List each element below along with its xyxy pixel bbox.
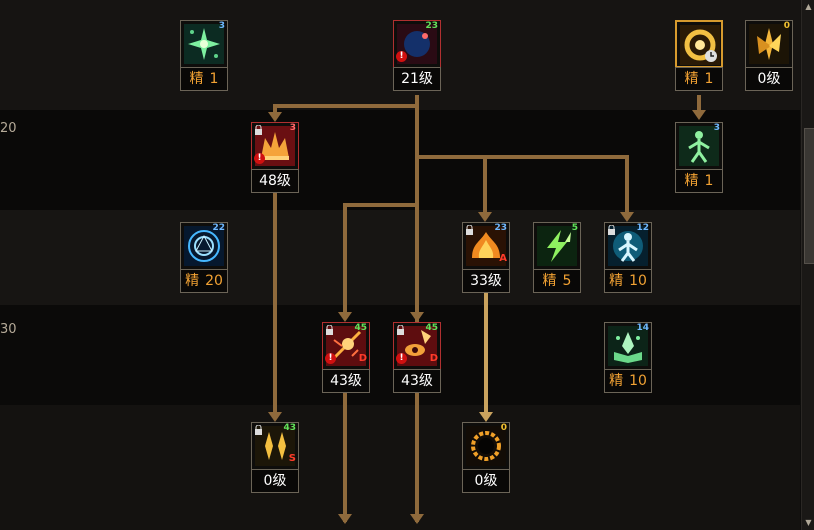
golden-ring-clock-icon <box>680 25 720 65</box>
connector-arrow <box>692 110 706 120</box>
lock-icon <box>465 225 474 235</box>
connector-arrow <box>410 312 424 322</box>
lock-icon <box>396 325 405 335</box>
connector-arrow <box>268 412 282 422</box>
scroll-up-icon[interactable]: ▲ <box>804 2 813 11</box>
skill-level-label: 精1 <box>675 169 723 193</box>
connector-arrow <box>268 112 282 122</box>
connector-arrow <box>410 514 424 524</box>
max-level-badge: 45 <box>354 323 367 333</box>
max-level-badge: 23 <box>494 223 507 233</box>
skill-slot[interactable]: 23 A 33级 <box>462 222 510 292</box>
skill-slot[interactable]: 45 ! D 43级 <box>322 322 370 392</box>
skill-level-label: 33级 <box>462 269 510 293</box>
skill-level-label: 21级 <box>393 67 441 91</box>
skill-slot[interactable]: 14 精 10 <box>604 322 652 392</box>
connector-arrow <box>479 412 493 422</box>
max-level-badge: 22 <box>212 223 225 233</box>
connector-line <box>417 157 627 214</box>
mastery-prefix: 精 <box>543 273 557 289</box>
mastery-prefix: 精 <box>185 273 199 289</box>
mastery-prefix: 精 <box>190 71 204 87</box>
skill-slot[interactable]: 12 精 10 <box>604 222 652 292</box>
lock-icon <box>254 125 263 135</box>
skill-level-label: 精 20 <box>180 269 228 293</box>
skill-icon-frame[interactable] <box>675 20 723 68</box>
lock-icon <box>254 425 263 435</box>
scroll-down-icon[interactable]: ▼ <box>804 518 813 527</box>
mastery-level: 5 <box>563 273 572 289</box>
scroll-thumb[interactable] <box>804 128 814 264</box>
warning-icon: ! <box>396 51 407 62</box>
mastery-level: 1 <box>705 71 714 87</box>
grade-badge: A <box>499 253 507 264</box>
max-level-badge: 3 <box>290 123 296 133</box>
max-level-badge: 0 <box>501 423 507 433</box>
skill-level-label: 43级 <box>393 369 441 393</box>
max-level-badge: 43 <box>283 423 296 433</box>
mastery-level: 20 <box>205 273 223 289</box>
max-level-badge: 0 <box>784 21 790 31</box>
skill-slot[interactable]: 23 ! 21级 <box>393 20 441 90</box>
skill-slot[interactable]: 3 ! 48级 <box>251 122 299 192</box>
connector-line <box>345 205 417 314</box>
lock-icon <box>607 225 616 235</box>
skill-level-label: 精 10 <box>604 369 652 393</box>
skill-slot[interactable]: 43 S 0级 <box>251 422 299 492</box>
skill-slot[interactable]: 0 0级 <box>462 422 510 492</box>
connector-arrow <box>478 212 492 222</box>
skill-level-label: 0级 <box>251 469 299 493</box>
mastery-prefix: 精 <box>609 373 623 389</box>
connector-arrow <box>620 212 634 222</box>
connector-arrow <box>338 514 352 524</box>
connector-arrow <box>338 312 352 322</box>
connector-line <box>275 106 417 114</box>
skill-level-label: 43级 <box>322 369 370 393</box>
grade-badge: D <box>359 353 367 364</box>
lock-icon <box>325 325 334 335</box>
mastery-prefix: 精 <box>609 273 623 289</box>
mastery-prefix: 精 <box>685 71 699 87</box>
skill-level-label: 0级 <box>462 469 510 493</box>
mastery-level: 10 <box>629 273 647 289</box>
grade-badge: S <box>289 453 296 464</box>
warning-icon: ! <box>254 153 265 164</box>
grade-badge: D <box>430 353 438 364</box>
max-level-badge: 14 <box>636 323 649 333</box>
mastery-level: 1 <box>210 71 219 87</box>
max-level-badge: 3 <box>714 123 720 133</box>
skill-slot[interactable]: 22 精 20 <box>180 222 228 292</box>
max-level-badge: 45 <box>425 323 438 333</box>
max-level-badge: 5 <box>572 223 578 233</box>
skill-slot[interactable]: 0 0级 <box>745 20 793 90</box>
skill-slot[interactable]: 45 ! D 43级 <box>393 322 441 392</box>
skill-level-label: 0级 <box>745 67 793 91</box>
warning-icon: ! <box>325 353 336 364</box>
skill-level-label: 精 10 <box>604 269 652 293</box>
warning-icon: ! <box>396 353 407 364</box>
max-level-badge: 12 <box>636 223 649 233</box>
max-level-badge: 3 <box>219 21 225 31</box>
mastery-prefix: 精 <box>685 173 699 189</box>
skill-level-label: 48级 <box>251 169 299 193</box>
max-level-badge: 23 <box>425 21 438 31</box>
vertical-scrollbar[interactable]: ▲ ▼ <box>801 0 814 530</box>
mastery-level: 10 <box>629 373 647 389</box>
mastery-level: 1 <box>705 173 714 189</box>
